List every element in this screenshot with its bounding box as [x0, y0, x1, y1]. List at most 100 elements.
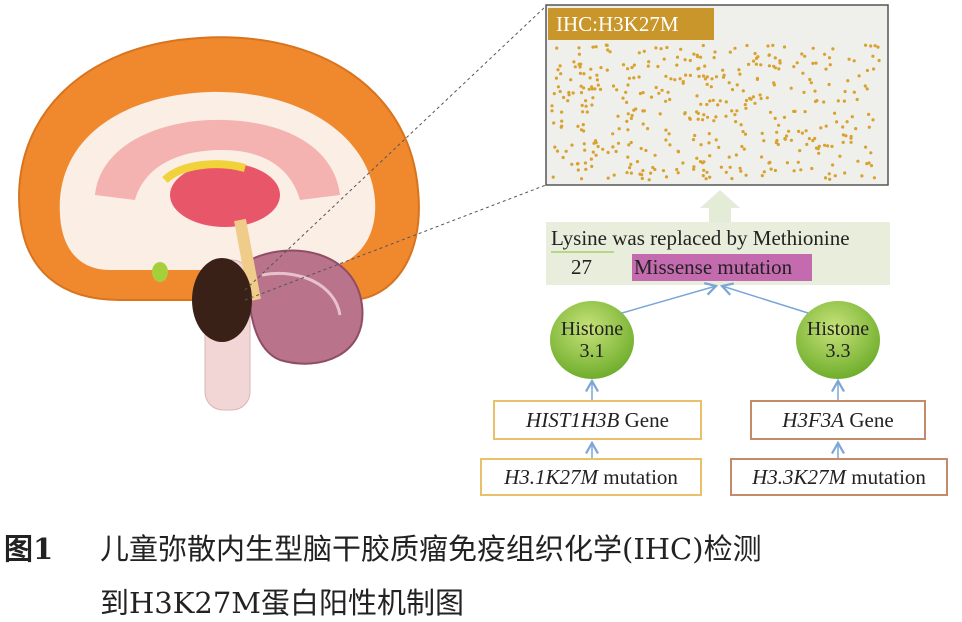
stain-dot	[679, 47, 683, 51]
stain-dot	[566, 99, 570, 103]
stain-dot	[741, 89, 745, 93]
stain-dot	[560, 110, 564, 114]
stain-dot	[744, 98, 749, 103]
stain-dot	[579, 128, 584, 132]
stain-dot	[758, 93, 762, 97]
stain-dot	[559, 125, 563, 129]
stain-dot	[772, 83, 777, 87]
stain-dot	[714, 75, 719, 79]
histone-label-line1: Histone	[806, 318, 870, 340]
stain-dot	[744, 173, 748, 177]
stain-dot	[590, 85, 594, 89]
stain-dot	[871, 118, 875, 122]
stain-dot	[734, 153, 739, 157]
stain-dot	[841, 140, 845, 144]
stain-dot	[773, 116, 777, 120]
stain-dot	[800, 131, 805, 135]
stain-dot	[581, 110, 585, 114]
stain-dot	[728, 165, 732, 169]
stain-dot	[743, 103, 747, 107]
stain-dot	[665, 45, 669, 50]
stain-dot	[664, 99, 668, 103]
stain-dot	[803, 110, 807, 114]
stain-dot	[584, 104, 588, 108]
stain-dot	[591, 150, 595, 154]
stain-dot	[835, 120, 839, 124]
stain-dot	[841, 133, 846, 137]
mutation-box-h3-3: H3.3K27M mutation	[730, 458, 948, 496]
gene-box-hist1h3b: HIST1H3B Gene	[493, 400, 702, 440]
gene-name: H3F3A	[782, 407, 845, 432]
stain-dot	[787, 129, 791, 133]
stain-dot	[606, 150, 610, 155]
stain-dot	[730, 177, 734, 181]
stain-dot	[611, 145, 615, 149]
stain-dot	[626, 155, 630, 159]
stain-dot	[629, 116, 634, 120]
stain-dot	[599, 66, 603, 70]
stain-dot	[668, 97, 672, 102]
stain-dot	[617, 127, 621, 131]
stain-dot	[708, 154, 712, 158]
stain-dot	[627, 76, 632, 80]
stain-dot	[654, 85, 658, 90]
stain-dot	[653, 153, 657, 157]
stain-dot	[843, 171, 847, 175]
stain-dot	[678, 77, 682, 81]
stain-dot	[830, 144, 834, 148]
stain-dot	[626, 67, 630, 71]
stain-dot	[876, 45, 880, 49]
stain-dot	[558, 89, 562, 94]
stain-dot	[803, 54, 807, 58]
stain-dot	[738, 72, 742, 76]
stain-dot	[587, 87, 591, 91]
stain-dot	[615, 88, 619, 92]
stain-dot	[777, 123, 781, 127]
stain-dot	[810, 166, 814, 171]
stain-dot	[664, 128, 668, 132]
stain-dot	[811, 61, 815, 65]
stain-dot	[629, 140, 633, 145]
stain-dot	[822, 100, 826, 104]
stain-dot	[625, 119, 629, 123]
stain-dot	[595, 78, 600, 82]
stain-dot	[552, 121, 556, 125]
stain-dot	[630, 65, 634, 70]
stain-dot	[717, 145, 721, 149]
stain-dot	[716, 103, 720, 107]
stain-dot	[827, 172, 831, 176]
missense-highlight	[632, 254, 812, 281]
stain-dot	[836, 99, 840, 103]
stain-dot	[733, 46, 737, 50]
stain-dot	[573, 65, 577, 69]
stain-dot	[811, 139, 815, 143]
connector-arrows	[585, 282, 845, 458]
stain-dot	[708, 175, 712, 179]
stain-dot	[789, 86, 793, 90]
stain-dot	[847, 57, 851, 61]
stain-dot	[724, 100, 728, 104]
stain-dot	[570, 162, 574, 166]
stain-dot	[833, 111, 837, 115]
stain-dot	[575, 162, 580, 166]
stain-dot	[701, 43, 705, 48]
stain-dot	[744, 106, 748, 110]
stain-dot	[695, 94, 699, 98]
stain-dot	[691, 138, 696, 142]
stain-dot	[778, 61, 782, 65]
stain-dot	[638, 91, 643, 96]
stain-dot	[560, 119, 564, 123]
stain-dot	[683, 111, 687, 115]
stain-dot	[567, 90, 571, 95]
mutation-suffix: mutation	[846, 464, 926, 489]
stain-dot	[873, 44, 877, 48]
stain-dot	[857, 74, 861, 78]
stain-dot	[850, 115, 854, 119]
stain-dot	[845, 120, 849, 124]
stain-dot	[581, 123, 585, 127]
stain-dot	[556, 68, 560, 72]
stain-dot	[849, 140, 853, 144]
stain-dot	[774, 140, 778, 145]
stain-dot	[867, 125, 871, 129]
stain-dot	[647, 178, 651, 182]
